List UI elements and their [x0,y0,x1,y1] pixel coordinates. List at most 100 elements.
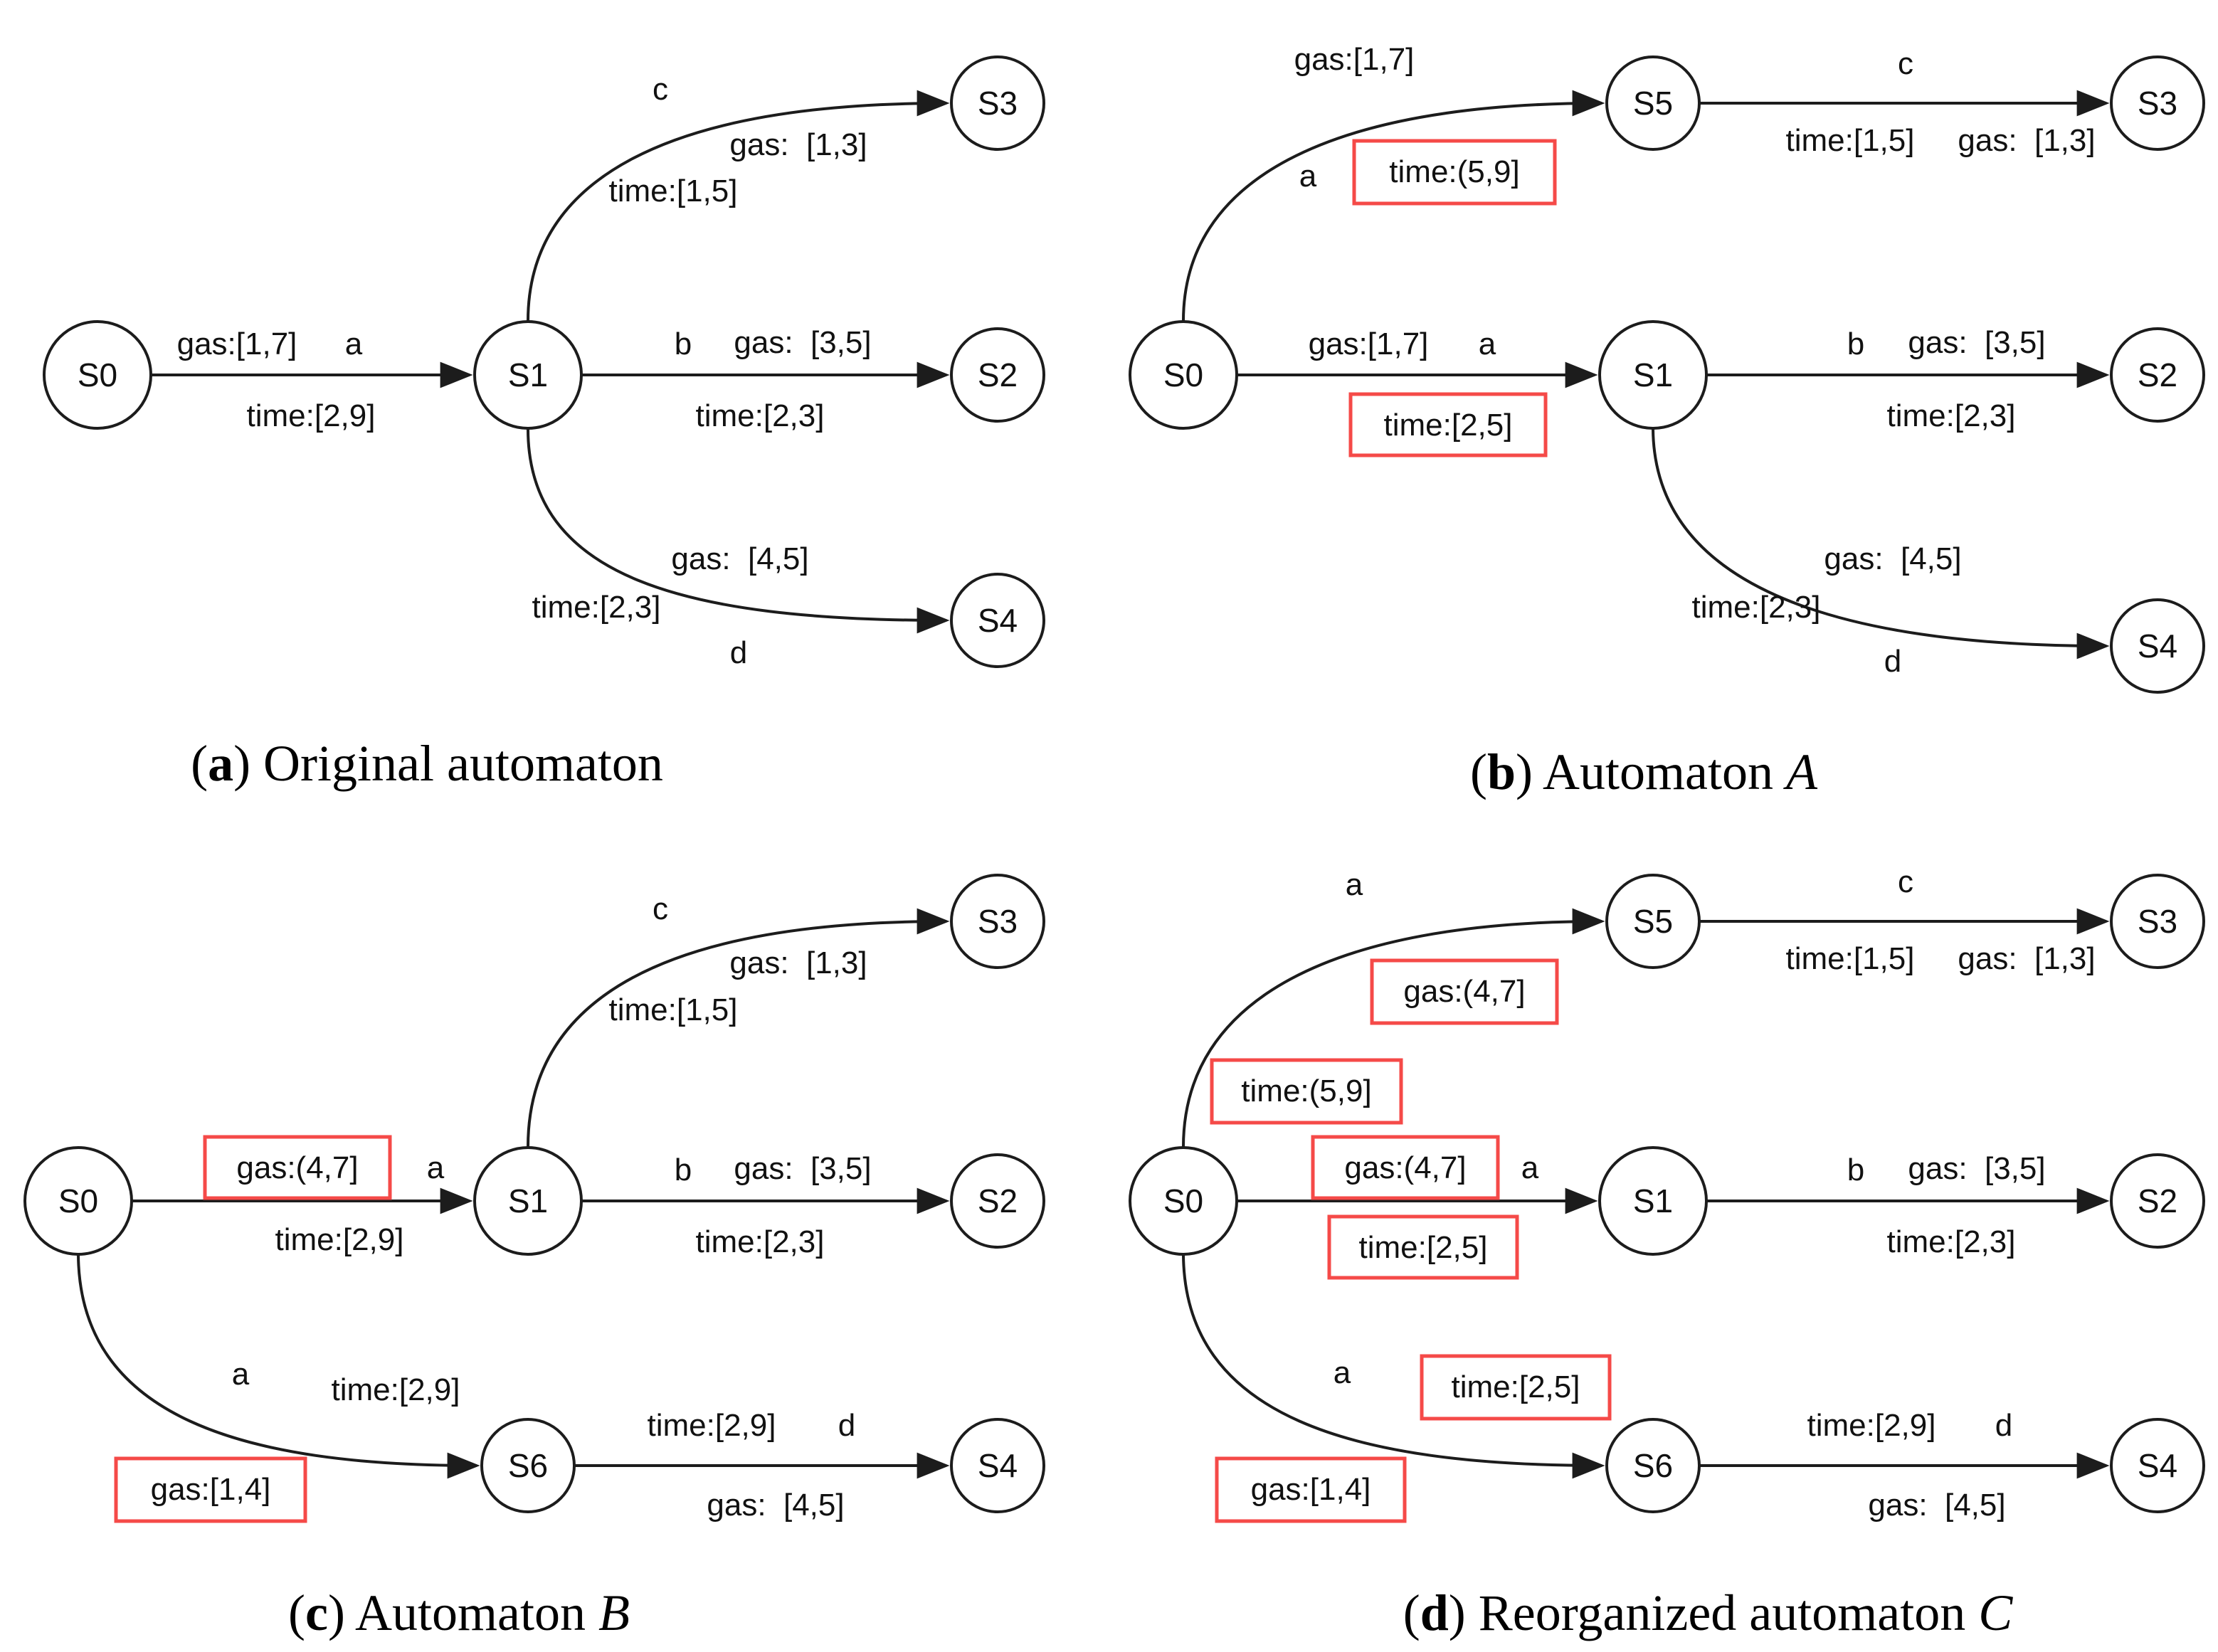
state-c-s1-label: S1 [508,1182,548,1219]
state-d-s4-label: S4 [2138,1447,2177,1484]
edge-d-s0-s5-gas-label: gas:(4,7] [1403,974,1525,1009]
caption-d-paren-close: ) [1448,1584,1466,1641]
caption-c-letter: c [305,1584,328,1641]
state-d-s4 [2110,1418,2205,1513]
panel-c-diagram: gas:(4,7] a time:[2,9] c gas: [1,3] time… [23,874,1045,1523]
edge-b-s0-s1-gas-label: gas:[1,7] [1309,327,1429,361]
red-highlight-box [1311,1135,1500,1200]
red-highlight-box [1348,392,1548,457]
panel-b-diagram: gas:[1,7] a time:(5,9] c time:[1,5] gas:… [1129,42,2205,694]
edge-b-s0-s1-time-label: time:[2,5] [1384,408,1513,443]
edge-a-s1-s4 [527,428,950,634]
state-a-s3-label: S3 [978,85,1018,122]
edge-a-s1-s3 [527,90,950,322]
state-b-s3-label: S3 [2138,85,2177,122]
edge-b-s1-s2-gas-label: gas: [3,5] [1908,325,2045,360]
edge-a-s0-s1-event-label: a [345,327,363,361]
state-c-s0 [23,1146,133,1256]
state-d-s3 [2110,874,2205,969]
state-b-s2-label: S2 [2138,356,2177,393]
edge-a-s1-s4-gas-label: gas: [4,5] [671,541,808,576]
edge-c-s0-s6-time-label: time:[2,9] [332,1372,460,1407]
edge-d-s0-s6-gas-label: gas:[1,4] [1251,1472,1371,1507]
edge-d-s5-s3-event-label: c [1898,864,1913,899]
state-b-s4 [2110,598,2205,694]
edge-c-s0-s1-event-label: a [427,1150,445,1185]
state-d-s5 [1605,874,1701,969]
caption-b-paren-open: ( [1470,743,1487,800]
state-b-s0 [1129,320,1238,430]
edge-d-s0-s1-time-label: time:[2,5] [1359,1230,1488,1265]
state-b-s5 [1605,55,1701,151]
edge-c-s1-s2-gas-label: gas: [3,5] [734,1151,871,1186]
red-highlight-box [1327,1214,1519,1280]
edge-d-s0-s1-event-label: a [1521,1150,1539,1185]
edge-c-s1-s3 [527,908,950,1148]
state-b-s1-label: S1 [1633,356,1673,393]
edge-c-s1-s2-event-label: b [675,1153,692,1187]
caption-b: (b) Automaton A [1470,743,1817,802]
state-b-s1 [1598,320,1708,430]
edge-d-s5-s3-time-label: time:[1,5] [1786,941,1915,976]
caption-d-paren-open: ( [1403,1584,1420,1641]
edge-b-s5-s3-time-label: time:[1,5] [1786,123,1915,158]
caption-d-text: Reorganized automaton [1465,1584,1979,1641]
edge-d-s0-s6-event-label: a [1334,1355,1351,1390]
state-d-s0-label: S0 [1163,1182,1203,1219]
edge-c-s0-s6-event-label: a [232,1357,250,1392]
edge-b-s1-s4-event-label: d [1884,644,1901,679]
edge-b-s1-s4-gas-label: gas: [4,5] [1824,541,1961,576]
edge-a-s1-s3-time-label: time:[1,5] [609,174,738,208]
edge-b-s1-s4 [1652,428,2110,660]
edge-d-s0-s6 [1182,1254,1605,1479]
state-b-s5-label: S5 [1633,85,1673,122]
red-highlight-box [114,1456,307,1523]
edge-c-s0-s1-gas-label: gas:(4,7] [236,1150,358,1185]
state-d-s2-label: S2 [2138,1182,2177,1219]
caption-d-letter: d [1420,1584,1449,1641]
caption-a-text: Original automaton [250,735,663,792]
edge-c-s0-s6 [77,1254,480,1479]
red-highlight-box [1352,139,1557,206]
state-c-s6 [480,1418,576,1513]
red-highlight-box [203,1135,392,1200]
red-highlight-box [1420,1354,1612,1421]
state-b-s2 [2110,327,2205,423]
edge-d-s6-s4-event-label: d [1995,1408,2012,1443]
panel-a-diagram: gas:[1,7] a time:[2,9] c gas: [1,3] time… [43,55,1045,670]
caption-c: (c) Automaton B [288,1584,630,1643]
caption-b-italic: A [1786,743,1817,800]
caption-a: (a) Original automaton [191,734,663,793]
state-a-s2 [950,327,1045,423]
state-c-s3 [950,874,1045,969]
edge-d-s0-s6-time-label: time:[2,5] [1452,1370,1580,1404]
state-b-s3 [2110,55,2205,151]
edge-c-s1-s3-time-label: time:[1,5] [609,992,738,1027]
edge-b-s1-s4-time-label: time:[2,3] [1692,590,1821,625]
state-a-s0-label: S0 [78,356,117,393]
edge-d-s0-s5 [1182,908,1605,1148]
edge-a-s1-s2-gas-label: gas: [3,5] [734,325,871,360]
state-c-s1 [473,1146,583,1256]
edge-c-s6-s4-time-label: time:[2,9] [648,1408,776,1443]
state-a-s0 [43,320,152,430]
state-d-s6 [1605,1418,1701,1513]
caption-c-paren-close: ) [327,1584,345,1641]
edge-a-s1-s3-event-label: c [653,72,668,107]
edge-c-s1-s2-time-label: time:[2,3] [696,1224,825,1259]
caption-a-paren-open: ( [191,735,208,792]
edge-d-s0-s1-gas-label: gas:(4,7] [1344,1150,1466,1185]
edge-a-s1-s4-event-label: d [730,635,747,670]
edge-d-s5-s3-gas-label: gas: [1,3] [1958,941,2095,976]
red-highlight-box [1215,1456,1407,1523]
state-b-s4-label: S4 [2138,628,2177,664]
edge-a-s1-s2-time-label: time:[2,3] [696,398,825,433]
panel-d-diagram: a gas:(4,7] time:(5,9] c time:[1,5] gas:… [1129,864,2205,1523]
caption-a-paren-close: ) [233,735,251,792]
state-c-s0-label: S0 [58,1182,98,1219]
caption-c-text: Automaton [344,1584,598,1641]
edge-d-s0-s5-time-label: time:(5,9] [1241,1074,1371,1108]
edge-a-s0-s1-time-label: time:[2,9] [247,398,376,433]
caption-d: (d) Reorganized automaton C [1403,1584,2013,1643]
